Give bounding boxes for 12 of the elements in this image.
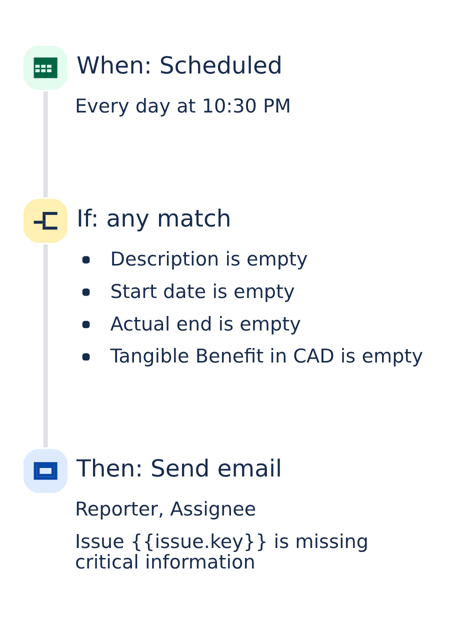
connector bbox=[43, 244, 48, 448]
connector bbox=[43, 91, 48, 198]
node-label: Then: Send email bbox=[76, 454, 282, 482]
node-label: Tangible Benefit in CAD is empty bbox=[110, 344, 424, 368]
node-label: If: any match bbox=[76, 204, 232, 232]
node-label: Actual end is empty bbox=[110, 312, 301, 336]
node-label: Issue {{issue.key}} is missing critical information bbox=[74, 530, 369, 574]
node-label: When: Scheduled bbox=[76, 51, 282, 80]
node-label: Start date is empty bbox=[110, 280, 295, 303]
node-label: Description is empty bbox=[110, 248, 308, 271]
node-label: Reporter, Assignee bbox=[74, 498, 256, 521]
node-label: Every day at 10:30 PM bbox=[74, 94, 292, 118]
